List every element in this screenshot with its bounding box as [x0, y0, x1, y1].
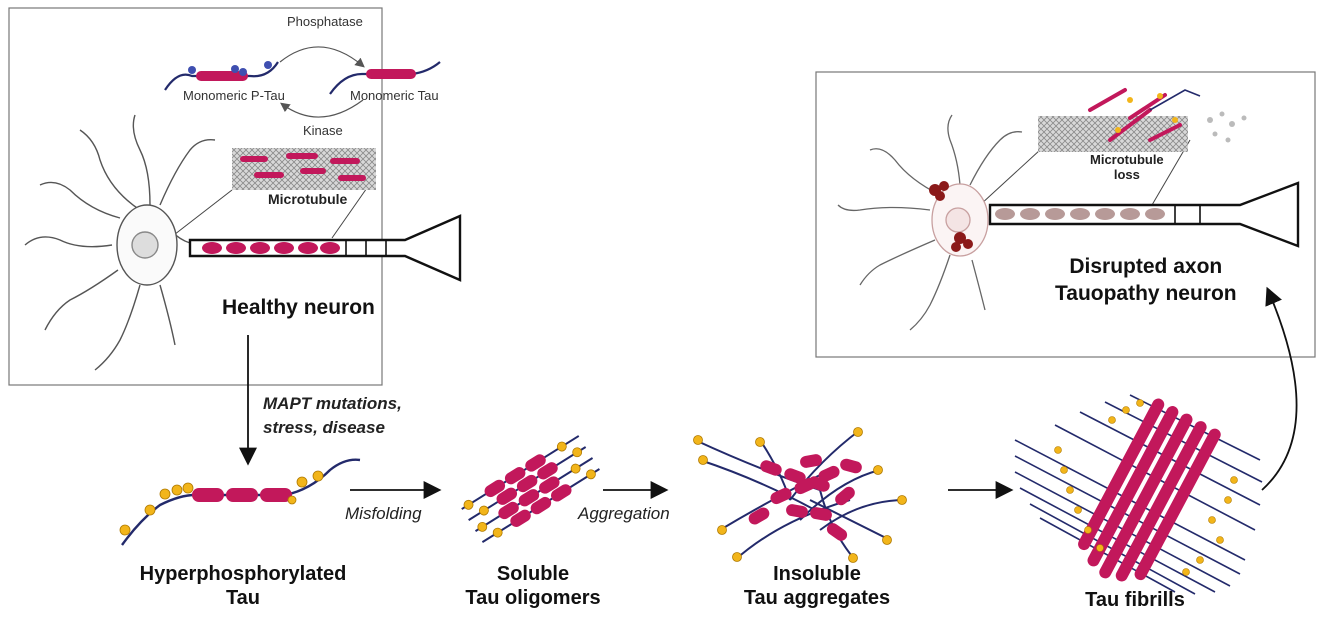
phosphatase-label: Phosphatase — [287, 14, 363, 29]
return-arrow — [1261, 286, 1298, 491]
aggregation-label: Aggregation — [578, 504, 670, 523]
healthy-neuron-title: Healthy neuron — [222, 296, 375, 319]
microtubule-label: Microtubule — [268, 191, 348, 207]
tauopathy-neuron-title: Disrupted axon Tauopathy neuron — [1055, 255, 1237, 305]
tau-fibrils-label: Tau fibrills — [1085, 589, 1185, 611]
hyperphosphorylated-tau-molecule — [119, 458, 361, 546]
disrupted-axon — [988, 181, 1300, 248]
soluble-oligomer-cluster — [461, 435, 600, 543]
tau-fibril-structure — [1014, 394, 1263, 595]
soluble-oligomers-label: Soluble Tau oligomers — [465, 563, 601, 609]
hyperphosphorylated-tau-label: Hyperphosphorylated Tau — [139, 563, 347, 609]
healthy-axon — [188, 214, 462, 282]
monomeric-tau-molecule — [329, 61, 441, 95]
healthy-neuron-panel — [8, 7, 383, 386]
trigger-label: MAPT mutations, stress, disease — [263, 394, 402, 437]
monomeric-tau-label: Monomeric Tau — [350, 88, 439, 103]
monomeric-ptau-label: Monomeric P-Tau — [183, 88, 285, 103]
microtubule-loss-label: Microtubule loss — [1090, 152, 1164, 182]
tauopathy-neuron-panel — [815, 71, 1316, 358]
healthy-neuron-soma — [24, 114, 216, 371]
insoluble-aggregate-mass — [693, 427, 907, 563]
phosphatase-arrow — [279, 46, 365, 68]
monomeric-ptau-molecule — [164, 61, 279, 91]
kinase-label: Kinase — [303, 123, 343, 138]
tauopathy-neuron-soma — [837, 114, 1023, 331]
kinase-arrow — [280, 99, 364, 118]
damaged-microtubule — [1038, 88, 1247, 152]
microtubule-bundle — [232, 148, 376, 190]
insoluble-aggregates-label: Insoluble Tau aggregates — [743, 563, 891, 609]
misfolding-label: Misfolding — [345, 504, 422, 523]
